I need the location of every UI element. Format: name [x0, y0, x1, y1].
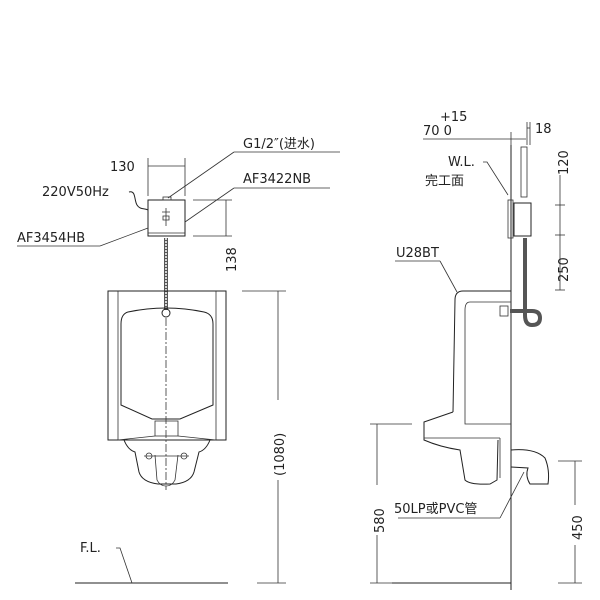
dim-120-250: 120 250	[555, 150, 572, 291]
sensor-label: AF3454HB	[17, 231, 85, 246]
wall-offset-label: 70 0	[423, 124, 452, 139]
dim-rim-height-text: 580	[373, 508, 388, 533]
sensor-symbol-icon	[162, 208, 170, 226]
valve-label: AF3422NB	[243, 172, 311, 187]
urinal-side	[423, 290, 550, 485]
drain-trap	[510, 449, 550, 485]
dim-lower-text: 250	[557, 257, 572, 282]
dim-450: 450	[558, 460, 586, 584]
side-flex-hose	[510, 238, 543, 328]
dim-130: 130	[110, 158, 186, 196]
tolerance-label: +15	[440, 110, 467, 125]
front-view: 130 220V50Hz AF3454HB G1/2″(进水) AF3422NB…	[17, 137, 340, 584]
finish-surface-label: 完工面	[425, 174, 464, 189]
wall-line-label: W.L.	[448, 155, 475, 170]
urinal-front	[107, 290, 227, 490]
model-label: U28BT	[396, 246, 439, 261]
floor-label: F.L.	[80, 541, 101, 556]
side-view: +15 70 0 18 W.L. 完工面 120 250 U28BT	[370, 110, 586, 590]
supply-pipe	[520, 146, 528, 198]
dim-width-text: 130	[110, 160, 135, 175]
inlet-spud-icon	[161, 308, 171, 318]
dim-box-height-text: 138	[225, 247, 240, 272]
dim-138: 138	[193, 199, 240, 272]
pipe-offset-label: 18	[535, 122, 552, 137]
dim-580: 580	[370, 423, 412, 584]
power-label: 220V50Hz	[42, 185, 109, 200]
power-cable	[128, 191, 149, 211]
dim-upper-text: 120	[557, 150, 572, 175]
dim-drain-height-text: 450	[571, 515, 586, 540]
sensor-valve-box	[147, 196, 186, 237]
drain-label: 50LP或PVC管	[394, 502, 477, 517]
side-valve-box	[513, 202, 532, 237]
dim-1080: (1080)	[242, 290, 288, 584]
dim-total-height-text: (1080)	[273, 433, 288, 476]
inlet-label: G1/2″(进水)	[243, 137, 315, 152]
